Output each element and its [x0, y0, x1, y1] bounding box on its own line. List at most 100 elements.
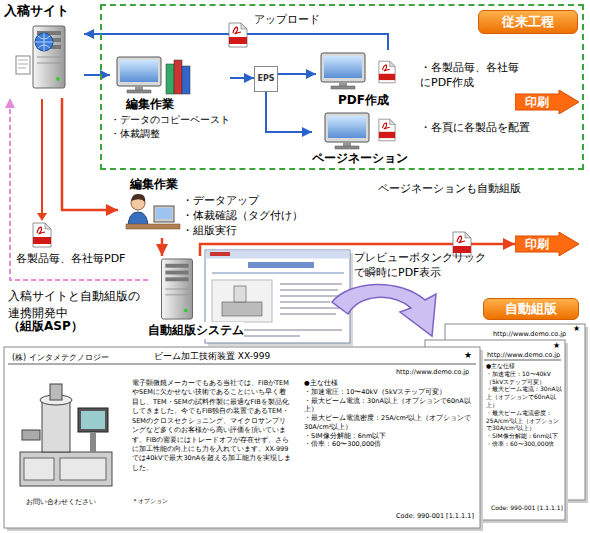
workstation-icon — [117, 57, 190, 94]
workstation-icon — [166, 64, 174, 94]
server-icon — [18, 60, 28, 68]
spec-line: ・SIM像分解能：6nm以下 — [304, 432, 472, 441]
node-title: ページネーション — [312, 150, 408, 167]
flow-arrow — [62, 98, 118, 210]
pdf-feed-arrow — [41, 99, 43, 215]
workstation-icon — [325, 113, 395, 149]
arrow-text: 印刷 — [515, 90, 579, 114]
print-arrow: 印刷 — [515, 90, 579, 114]
edge-label: アップロード — [252, 12, 322, 27]
bullet-text: ・体裁確認（タグ付け） — [118, 208, 303, 223]
flow-arrow — [278, 73, 316, 75]
editor-node: 編集作業・データアップ・体裁確認（タグ付け）・組版実行 — [118, 176, 303, 238]
spec-line: ・最大ビーム電流：30nA以上（オプションで60nA以上） — [486, 385, 562, 408]
document-page — [8, 364, 476, 365]
spec-line: ・倍率：60〜300,000倍 — [304, 440, 472, 449]
workstation-icon — [174, 60, 182, 94]
workstation-icon — [379, 61, 395, 83]
page-note: ＊オプション — [132, 497, 168, 506]
preview-screenshot — [222, 302, 262, 316]
machine-illustration — [90, 432, 96, 452]
text-group: お問い合わせください — [26, 497, 96, 507]
annotation-text: ・各製品毎、各社毎にPDF作成 — [420, 60, 524, 90]
person-icon — [126, 194, 180, 229]
preview-screenshot — [206, 251, 350, 259]
page-code: Code: 990-001 [1.1.1.1] — [396, 512, 474, 520]
spec-line: ・倍率：60〜300,000倍 — [486, 440, 562, 448]
workstation-icon — [321, 53, 365, 89]
document-page — [4, 324, 588, 531]
annotation-text: 各製品毎、各社毎PDF — [16, 251, 125, 266]
pdf-feed-arrow — [37, 99, 47, 221]
node-title: 編集作業 — [110, 96, 230, 113]
spec-line: ・最大ビーム電流：30nA以上（オプションで60nA以上） — [304, 397, 472, 415]
text-group: ●主な仕様・加速電圧：10〜40kV（5kVステップ可変）・最大ビーム電流：30… — [304, 379, 472, 449]
machine-illustration — [60, 458, 106, 480]
node-title: 自動組版システム — [148, 322, 244, 339]
preview-screenshot — [212, 272, 344, 274]
node-title: 入稿サイト — [4, 2, 84, 20]
preview-screenshot — [234, 286, 246, 302]
flow-arrow — [230, 77, 254, 79]
server-icon — [16, 56, 30, 74]
page-contact: お問い合わせください — [26, 497, 96, 507]
machine-illustration — [42, 400, 70, 452]
spec-line: ・最大ビーム電流密度：25A/cm²以上（オプションで30A/cm²以上） — [304, 414, 472, 432]
server-node: 入稿サイト — [4, 2, 84, 98]
text-group: http://www.demo.co.jp — [487, 351, 560, 359]
machine-illustration — [20, 452, 112, 486]
text-group: ＊オプション — [132, 497, 168, 506]
workstation-icon — [325, 113, 369, 149]
annotation-text: （組版ASP） — [8, 318, 83, 335]
page-url: http://www.demo.co.jp — [487, 351, 560, 359]
workstation-icon — [117, 57, 161, 93]
server-icon — [35, 33, 53, 51]
flow-arrow — [266, 92, 312, 132]
machine-illustration — [50, 384, 62, 400]
text-group: Code: 990-001 [1.1.1.1] — [396, 512, 474, 520]
document-page: (株) インタメテクノロジービーム加工技術装置 XX-999★http://ww… — [4, 347, 480, 528]
text-group: 従来工程 — [478, 10, 578, 34]
workstation-icon — [379, 119, 395, 141]
spec-heading: ●主な仕様 — [304, 379, 472, 388]
bullet-text: ・体裁調整 — [110, 127, 230, 141]
section-tag-text: 自動組版 — [484, 299, 578, 319]
server-icon — [16, 26, 65, 88]
page-company: (株) インタメテクノロジー — [12, 352, 109, 363]
flow-arrow — [10, 98, 148, 280]
text-group: 電子顕微鏡メーカーでもある当社では、FIBがTEMやSEMに欠かせない技術である… — [132, 379, 292, 473]
text-group: http://www.demo.co.jp — [493, 330, 566, 338]
document-page — [4, 347, 480, 528]
node-title: 編集作業 — [118, 176, 303, 193]
page-body: 電子顕微鏡メーカーでもある当社では、FIBがTEMやSEMに欠かせない技術である… — [132, 379, 292, 473]
flow-arrow — [84, 74, 110, 76]
machine-illustration — [81, 411, 105, 429]
spec-line: ・加速電圧：10〜40kV（5kVステップ可変） — [486, 370, 562, 386]
page-code: Code: 990-001 [1.1.1.1] — [491, 504, 563, 511]
person-icon — [154, 206, 174, 222]
pdf-icon — [229, 23, 247, 47]
text-group: (株) インタメテクノロジー — [12, 352, 109, 363]
person-icon — [126, 224, 180, 229]
text-group: ★ — [573, 324, 580, 333]
annotation-text: プレビューボタンクリックで瞬時にPDF表示 — [354, 250, 490, 280]
server-icon — [162, 259, 193, 319]
spec-line: ・最大ビーム電流密度：25A/cm²以上（オプションで30A/cm²以上） — [486, 409, 562, 432]
text-group: http://www.demo.co.jp — [396, 368, 469, 376]
preview-screenshot — [248, 262, 314, 268]
machine-illustration — [78, 408, 108, 432]
preview-screenshot — [210, 252, 230, 256]
pdf-icon — [33, 223, 51, 247]
node-title: PDF作成 — [316, 92, 408, 109]
bullet-text: ・データのコピーペースト — [110, 113, 230, 127]
text-group: ビーム加工技術装置 XX-999 — [154, 350, 270, 363]
workstation-icon — [321, 53, 395, 89]
bullet-text: ・組版実行 — [118, 223, 303, 238]
machine-illustration — [20, 384, 112, 486]
server-node: 自動組版システム — [148, 256, 244, 339]
bullet-text: ・データアップ — [118, 193, 303, 208]
workstation-node: ページネーション — [312, 110, 408, 167]
document-page — [484, 360, 561, 361]
